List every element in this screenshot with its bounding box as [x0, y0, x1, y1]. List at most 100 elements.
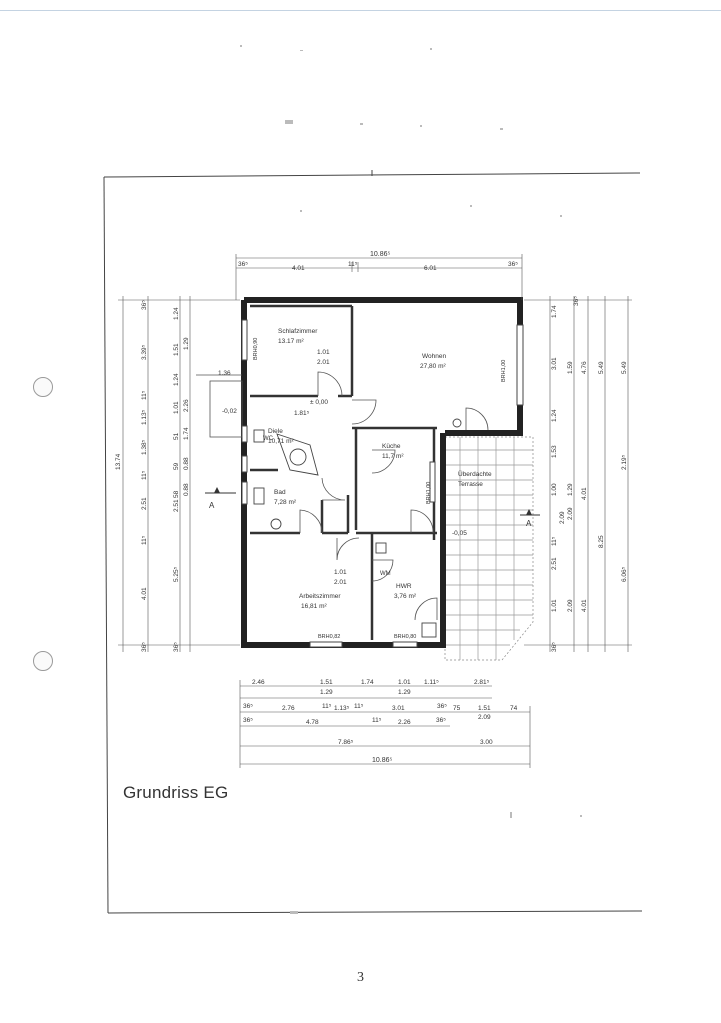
dim-bottom-r3-0: 36⁵	[243, 717, 253, 724]
dim-left-c1-2: 11⁵	[141, 390, 148, 400]
dim-bottom-r2-1: 2.76	[282, 705, 295, 712]
dim-right-c4-0: 5.49	[598, 361, 605, 374]
terrace-hatch	[444, 436, 534, 661]
dim-bottom-r3-4: 36⁵	[436, 717, 446, 724]
dim-left-c2-9: 36⁵	[173, 642, 180, 652]
dim-left-c2-6: 58	[173, 490, 180, 498]
dims-bottom: 2.46 1.51 1.74 1.01 1.11⁵ 2.81⁵ 1.29 1.2…	[243, 679, 518, 764]
annotations: A A -0,02 1.36	[209, 370, 532, 528]
dim-right-c1-4: 1.00	[551, 483, 558, 496]
room-wohnen-area: 27,80 m²	[420, 363, 446, 370]
dim-bottom-r1-5: 2.81⁵	[474, 679, 490, 686]
dim-right-c1-6: 11⁵	[551, 536, 558, 546]
punch-hole-bottom	[33, 651, 53, 671]
dim-bottom-r1-2: 1.74	[361, 679, 374, 686]
dim-left-c2-2: 1.24	[173, 373, 180, 386]
dim-right-c2-0: 36⁵	[573, 296, 580, 306]
dim-left-c2-7: 2.51	[173, 499, 180, 512]
dim-bottom-r2-7: 75	[453, 705, 461, 712]
dim-right-c1-7: 2.51	[551, 557, 558, 570]
dim-left-c2-4: 51	[173, 432, 180, 440]
section-markers	[205, 487, 540, 516]
dim-bottom-r2-9: 74	[510, 705, 518, 712]
section-marker-left: A	[209, 501, 215, 510]
dim-left-c2-1: 1.51	[173, 343, 180, 356]
room-wohnen-name: Wohnen	[422, 353, 446, 360]
dim-left-overall: 13.74	[115, 453, 122, 470]
dim-bottom-overall: 10.86⁵	[372, 757, 393, 764]
dim-left-c1-8: 4.01	[141, 587, 148, 600]
dim-left-c3-0: 1.29	[183, 337, 190, 350]
dim-bottom-r2-5: 3.01	[392, 705, 405, 712]
room-hwr-level: -0,05	[452, 530, 467, 537]
dim-right-c1-2: 1.24	[551, 409, 558, 422]
dim-left-c3-2: 1.74	[183, 427, 190, 440]
room-hwr-name: HWR	[396, 583, 412, 590]
room-arbeitszimmer-d1: 1.01	[334, 569, 347, 576]
room-bad-wc: WC	[263, 436, 274, 442]
room-diele-level: ± 0,00	[310, 399, 328, 406]
dim-right-c5-0: 5.49	[621, 361, 628, 374]
punch-hole-top	[33, 377, 53, 397]
room-schlafzimmer-d1: 1.01	[317, 349, 330, 356]
room-arbeitszimmer-area: 16,81 m²	[301, 603, 327, 610]
room-hwr-wm: WM	[380, 571, 391, 577]
dim-right-c4-1: 8.25	[598, 535, 605, 548]
room-arbeitszimmer-d2: 2.01	[334, 579, 347, 586]
dim-left-c3-3: 0.88	[183, 457, 190, 470]
room-schlafzimmer-area: 13.17 m²	[278, 338, 304, 345]
dim-right-c1-9: 36⁵	[551, 642, 558, 652]
dim-left-c2-0: 1.24	[173, 307, 180, 320]
scan-edge-line	[0, 10, 721, 11]
dim-right-c2-3: 2.09	[567, 507, 574, 520]
dim-bottom-r1-0: 2.46	[252, 679, 265, 686]
dim-bottom-r1b-1: 1.29	[398, 689, 411, 696]
room-wohnen-note: BRH1,00	[501, 360, 507, 382]
room-bad-name: Bad	[274, 489, 286, 496]
section-marker-right: A	[526, 519, 532, 528]
room-kueche-name: Küche	[382, 443, 401, 450]
drawing-title: Grundriss EG	[123, 783, 229, 802]
room-schlafzimmer-d2: 2.01	[317, 359, 330, 366]
dim-left-c1-3: 1.13⁵	[141, 409, 148, 425]
dim-top-overall: 10.86⁵	[370, 251, 391, 258]
windows	[241, 319, 524, 648]
entry-width: 1.36	[218, 370, 231, 377]
dim-right-c3-0: 4.76	[581, 361, 588, 374]
dim-left-c1-9: 36⁵	[141, 642, 148, 652]
room-arbeitszimmer-name: Arbeitszimmer	[299, 593, 341, 600]
dim-right-c1-8: 1.01	[551, 599, 558, 612]
dim-bottom-r3-1: 4.78	[306, 719, 319, 726]
dim-bottom-r3-2: 11⁵	[372, 717, 382, 724]
dim-bottom-r2-8: 1.51	[478, 705, 491, 712]
dimension-lines	[118, 254, 632, 768]
dim-top-mid: 11⁵	[348, 261, 358, 268]
dim-top-seg1: 4.01	[292, 265, 305, 272]
room-labels: Schlafzimmer 13.17 m² 1.01 2.01 BRH0,90 …	[253, 328, 507, 640]
dim-right-c3-1: 4.01	[581, 487, 588, 500]
room-terrasse-area: Terrasse	[458, 481, 483, 488]
dim-bottom-r1b-0: 1.29	[320, 689, 333, 696]
dim-bottom-r3-3: 2.26	[398, 719, 411, 726]
dim-left-c2-5: 59	[173, 462, 180, 470]
dim-bottom-r1-3: 1.01	[398, 679, 411, 686]
room-schlafzimmer-note: BRH0,90	[253, 338, 259, 360]
dim-top-left-margin: 36⁵	[238, 261, 248, 268]
dim-left-c2-8: 5.25⁵	[173, 566, 180, 582]
page-number: 3	[357, 970, 364, 985]
dim-bottom-r2-2: 11⁵	[322, 703, 332, 710]
dim-bottom-r1-1: 1.51	[320, 679, 333, 686]
dim-right-c1-5: 2.09	[559, 511, 566, 524]
dim-left-c1-5: 11⁵	[141, 470, 148, 480]
room-hwr-note: BRH0,80	[394, 634, 416, 640]
dim-top-right-margin: 36⁵	[508, 261, 518, 268]
room-terrasse-name: Überdachte	[458, 470, 492, 478]
room-hwr-area: 3,76 m²	[394, 593, 417, 600]
dim-bottom-r4-1: 3.00	[480, 739, 493, 746]
room-diele-area: 10,71 m²	[268, 438, 294, 445]
dim-left-c1-0: 36⁵	[141, 300, 148, 310]
dims-top: 10.86⁵ 36⁵ 4.01 11⁵ 6.01 36⁵	[238, 251, 518, 272]
dim-right-c1-1: 3.01	[551, 357, 558, 370]
dim-bottom-r2b: 2.09	[478, 714, 491, 721]
